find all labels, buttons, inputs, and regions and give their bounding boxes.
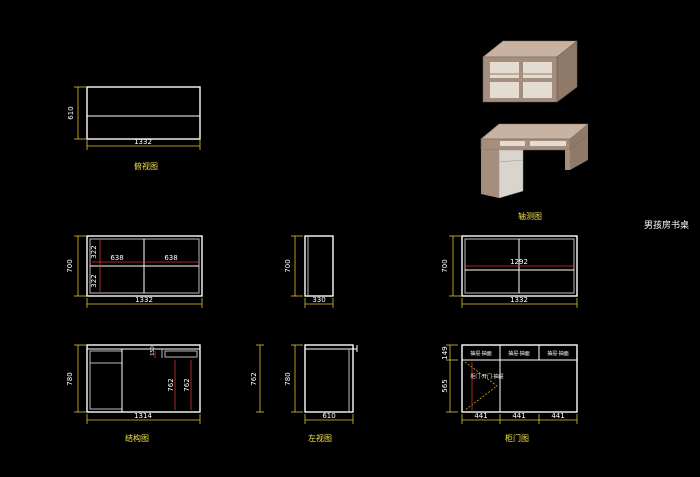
- structure-top: 150: [150, 346, 156, 356]
- front-upper-w1: 638: [110, 254, 123, 262]
- left-view-left-h: 762: [250, 372, 258, 385]
- door-h-bottom: 565: [441, 379, 449, 392]
- back-upper-outline: [461, 235, 578, 297]
- door-drawer-label-3: 抽屉·抽面: [547, 350, 569, 357]
- door-view-outline: [461, 344, 578, 413]
- structure-inner-h1: 762: [167, 378, 175, 391]
- front-upper-h1: 322: [90, 245, 98, 258]
- front-upper-height: 700: [66, 259, 74, 272]
- side-upper-view: 700 330: [284, 235, 334, 308]
- left-view: 762 780 610 左视图: [250, 344, 358, 443]
- door-w3: 441: [551, 412, 564, 420]
- door-drawer-label-1: 抽屉·抽面: [470, 350, 492, 357]
- door-h-top: 149: [441, 346, 449, 359]
- back-upper-inner: 1292: [510, 258, 528, 266]
- top-view: 1332 610 俯视图: [67, 86, 201, 171]
- top-view-height: 610: [67, 106, 75, 119]
- door-w1: 441: [474, 412, 487, 420]
- axon-caption: 轴测图: [518, 211, 542, 221]
- left-view-caption: 左视图: [308, 433, 332, 443]
- side-upper-height: 700: [284, 259, 292, 272]
- door-view-caption: 柜门图: [505, 433, 529, 443]
- left-view-height: 780: [284, 372, 292, 385]
- top-view-caption: 俯视图: [134, 161, 158, 171]
- front-upper-view: 638 638 322 322 700 1332: [66, 235, 203, 308]
- back-upper-view: 1292 700 1332: [441, 235, 578, 308]
- structure-width: 1314: [134, 412, 152, 420]
- left-view-outline: [304, 344, 354, 413]
- back-upper-height: 700: [441, 259, 449, 272]
- door-view: 抽屉·抽面 抽屉·抽面 抽屉·抽面 柜门·开门·抽屉 149 565 441 4…: [441, 344, 578, 443]
- front-upper-outline: [86, 235, 203, 297]
- front-upper-h2: 322: [90, 274, 98, 287]
- left-view-width: 610: [322, 412, 335, 420]
- top-view-width: 1332: [134, 138, 152, 146]
- axonometric-render: 轴测图: [480, 40, 589, 221]
- top-view-outline: [86, 86, 201, 140]
- structure-height: 780: [66, 372, 74, 385]
- structure-caption: 结构图: [125, 433, 149, 443]
- side-upper-outline: [304, 235, 334, 297]
- door-label: 柜门·开门·抽屉: [470, 373, 503, 380]
- back-upper-width: 1332: [510, 296, 528, 304]
- structure-outline: [86, 344, 201, 413]
- structure-view: 150 762 762 780 1314 结构图: [66, 344, 201, 443]
- side-upper-width: 330: [312, 296, 325, 304]
- door-drawer-label-2: 抽屉·抽面: [508, 350, 530, 357]
- front-upper-width: 1332: [135, 296, 153, 304]
- drawing-title: 男孩房书桌: [644, 219, 689, 231]
- structure-inner-h2: 762: [183, 378, 191, 391]
- door-w2: 441: [512, 412, 525, 420]
- front-upper-w2: 638: [164, 254, 177, 262]
